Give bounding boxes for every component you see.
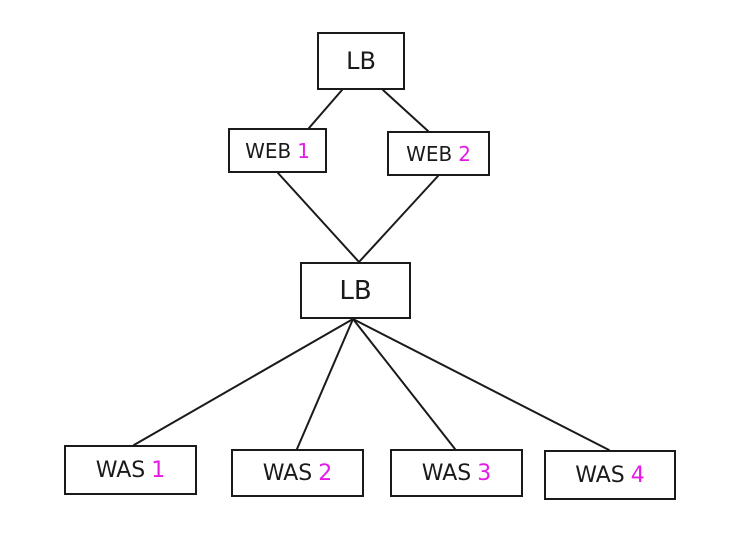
- edge-lb-top-to-web1: [308, 89, 343, 129]
- was-server-4-node: WAS 4: [544, 450, 676, 500]
- node-label: WAS: [262, 460, 313, 486]
- node-label: WAS: [95, 457, 146, 483]
- edge-lb-mid-to-was1: [133, 318, 354, 446]
- edge-lb-mid-to-was2: [296, 318, 354, 450]
- was-server-1-node: WAS 1: [64, 445, 197, 495]
- load-balancer-top-node: LB: [317, 32, 405, 90]
- edge-lb-mid-to-was3: [352, 318, 456, 450]
- web-server-1-node: WEB 1: [228, 128, 327, 173]
- node-number: 2: [318, 460, 333, 486]
- was-server-3-node: WAS 3: [390, 449, 523, 497]
- edge-web2-to-lb-mid: [358, 175, 439, 263]
- node-number: 1: [297, 138, 310, 163]
- node-label: WAS: [421, 460, 472, 486]
- node-number: 2: [458, 141, 471, 166]
- node-label: WEB: [245, 138, 292, 163]
- edge-lb-top-to-web2: [382, 89, 429, 132]
- edge-lb-mid-to-was4: [352, 318, 610, 451]
- node-number: 4: [630, 462, 645, 488]
- node-label: LB: [346, 47, 376, 75]
- web-server-2-node: WEB 2: [387, 131, 490, 176]
- node-label: WEB: [406, 141, 453, 166]
- was-server-2-node: WAS 2: [231, 449, 364, 497]
- node-label: WAS: [575, 462, 625, 488]
- load-balancer-middle-node: LB: [300, 262, 411, 319]
- node-label: LB: [339, 275, 372, 306]
- node-number: 3: [477, 460, 492, 486]
- edge-web1-to-lb-mid: [277, 172, 360, 263]
- node-number: 1: [151, 457, 166, 483]
